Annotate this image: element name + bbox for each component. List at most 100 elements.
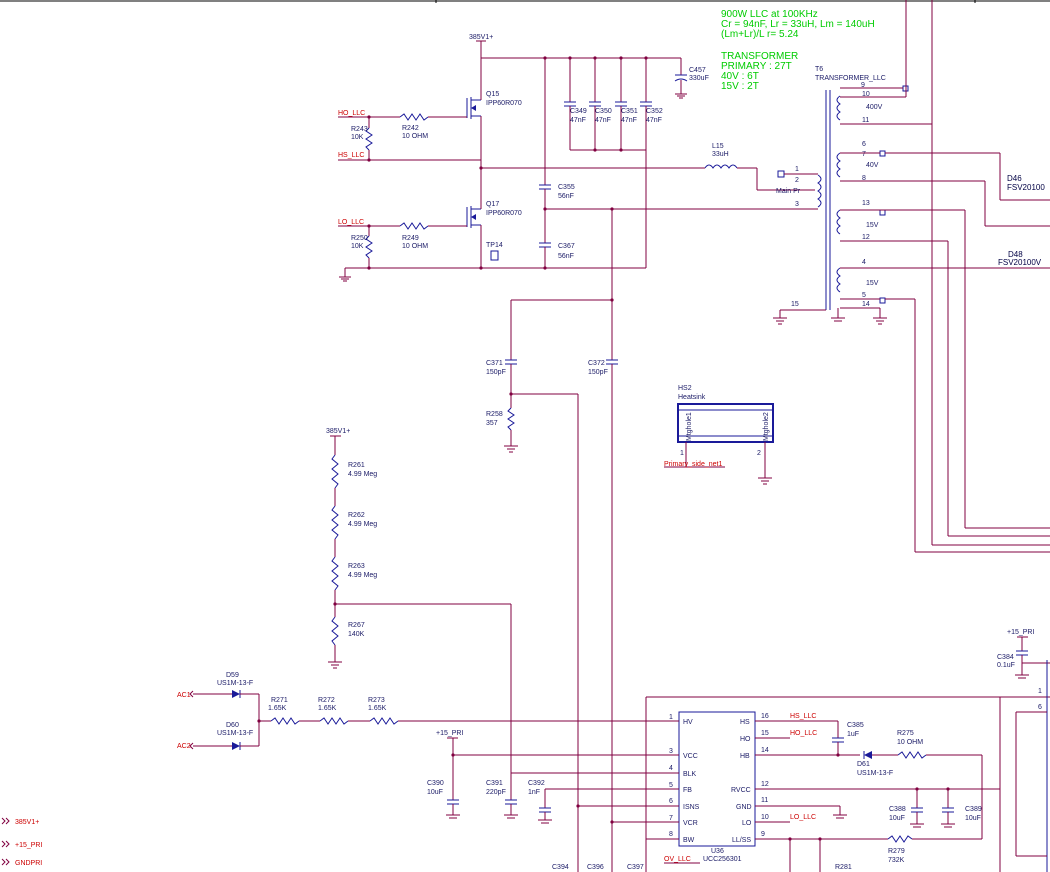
val-r261: 4.99 Meg	[348, 471, 377, 478]
bootstrap-network: C385 1uF D61 US1M-13-F R275 10 OHM C388 …	[788, 697, 1001, 872]
ref-d60: D60	[226, 722, 239, 729]
val-c391: 220pF	[486, 789, 506, 796]
val-c457: 330uF	[689, 75, 709, 82]
ic-pin-num: 5	[669, 782, 673, 789]
legend-item: GNDPRI	[15, 860, 42, 867]
ref-r242: R242	[402, 125, 419, 132]
t6-15vb: 15V	[866, 280, 879, 287]
val-r250: 10K	[351, 243, 364, 250]
ref-r279: R279	[888, 848, 905, 855]
note-line: 15V : 2T	[721, 81, 759, 92]
hs2-pin1: 1	[680, 450, 684, 457]
ic-pin-name: FB	[683, 787, 692, 794]
mosfet-q17: Q17 IPP60R070	[466, 201, 522, 268]
note-line: 40V : 6T	[721, 71, 759, 82]
note-line: Cr = 94nF, Lr = 33uH, Lm = 140uH	[721, 19, 875, 30]
ref-l15: L15	[712, 143, 724, 150]
sense-network: C371 150pF C372 150pF R258 357	[486, 207, 618, 872]
ref-d46: D46	[1007, 174, 1022, 183]
net-primary-side: Primary_side_net1	[664, 461, 722, 468]
ref-r275: R275	[897, 730, 914, 737]
heatsink-hs2: HS2 Heatsink Mtghole1 Mtghole2 Primary_s…	[664, 385, 774, 485]
ic-pin-num: 12	[761, 781, 769, 788]
val-c372: 150pF	[588, 369, 608, 376]
val-q15: IPP60R070	[486, 100, 522, 107]
right-decoupling: +15_PRI C384 0.1uF 1 6	[997, 629, 1050, 872]
val-l15: 33uH	[712, 151, 729, 158]
ref-r258: R258	[486, 411, 503, 418]
test-point-tp14	[490, 250, 499, 261]
net-ho-llc: HO_LLC	[338, 110, 365, 117]
ref-c349: C349	[570, 108, 587, 115]
note-line: PRIMARY : 27T	[721, 61, 792, 72]
ic-pin-name: ISNS	[683, 804, 700, 811]
ic-pin-num: 9	[761, 831, 765, 838]
t6-pin: 1	[795, 166, 799, 173]
val-r249: 10 OHM	[402, 243, 428, 250]
ref-c355: C355	[558, 184, 575, 191]
ref-c372: C372	[588, 360, 605, 367]
val-r272: 1.65K	[318, 705, 337, 712]
ref-r267: R267	[348, 622, 365, 629]
t6-pin: 12	[862, 234, 870, 241]
ic-pin-num: 1	[669, 714, 673, 721]
capacitor-bank: C349 47nF C350 47nF C351 47nF C352 47nF	[564, 56, 663, 268]
resistor-r242	[399, 113, 429, 121]
net-lo-llc: LO_LLC	[338, 219, 364, 226]
t6-pin: 11	[862, 117, 869, 124]
ic-pin-name: HS	[740, 719, 750, 726]
resistor-r243	[365, 127, 373, 151]
ic-pin-num: 6	[669, 798, 673, 805]
val-c388: 10uF	[889, 815, 905, 822]
net-ov-llc: OV_LLC	[664, 856, 691, 863]
ref-c350: C350	[595, 108, 612, 115]
ac-diodes: AC1 AC2 D59 US1M-13-F D60 US1M-13-F R271…	[177, 672, 666, 750]
note-line: TRANSFORMER	[721, 51, 798, 62]
t6-pin: 6	[862, 141, 866, 148]
note-line: (Lm+Lr)/L r= 5.24	[721, 29, 799, 40]
ref-c394: C394	[552, 864, 569, 871]
val-c371: 150pF	[486, 369, 506, 376]
val-r243: 10K	[351, 134, 364, 141]
ref-c391: C391	[486, 780, 503, 787]
ref-c385: C385	[847, 722, 864, 729]
ref-r281: R281	[835, 864, 852, 871]
ref-c390: C390	[427, 780, 444, 787]
t6-pin: 8	[862, 175, 866, 182]
mosfet-q15: Q15 IPP60R070	[466, 58, 522, 160]
legend-item: +15_PRI	[15, 842, 42, 849]
t6-pin: 3	[795, 201, 799, 208]
ref-q15: Q15	[486, 91, 499, 98]
transformer-t6: T6 TRANSFORMER_LLC 1 2 3 Main Pr 9 10 11…	[773, 0, 1050, 553]
ref-r250: R250	[351, 235, 368, 242]
right-pin-6: 6	[1038, 704, 1042, 711]
val-c384: 0.1uF	[997, 662, 1015, 669]
ref-c384: C384	[997, 654, 1014, 661]
val-r267: 140K	[348, 631, 365, 638]
ic-pin-num: 11	[761, 797, 768, 804]
ref-c389: C389	[965, 806, 982, 813]
t6-pin: 13	[862, 200, 870, 207]
ref-c388: C388	[889, 806, 906, 813]
half-bridge: 385V1+ Q15 IPP60R070 HO_LLC R242 10 OHM …	[338, 34, 790, 282]
val-r279: 732K	[888, 857, 905, 864]
ic-pin-name: VCC	[683, 753, 698, 760]
val-d46: FSV20100	[1007, 183, 1045, 192]
ic-pin-name: HO	[740, 736, 751, 743]
val-t6: TRANSFORMER_LLC	[815, 75, 886, 82]
ic-pin-num: 3	[669, 748, 673, 755]
val-c392: 1nF	[528, 789, 540, 796]
ref-t6: T6	[815, 66, 823, 73]
val-u36: UCC256301	[703, 856, 742, 863]
ic-pin-num: 4	[669, 765, 673, 772]
ref-c371: C371	[486, 360, 503, 367]
ref-d61: D61	[857, 761, 870, 768]
t6-pin: 5	[862, 292, 866, 299]
val-r271: 1.65K	[268, 705, 287, 712]
ref-c351: C351	[621, 108, 638, 115]
net-15pri-2: +15_PRI	[1007, 629, 1034, 636]
t6-pin: 4	[862, 259, 866, 266]
ic-pin-num: 16	[761, 713, 769, 720]
net-hs-llc-2: HS_LLC	[790, 713, 816, 720]
net-hs-llc: HS_LLC	[338, 152, 364, 159]
